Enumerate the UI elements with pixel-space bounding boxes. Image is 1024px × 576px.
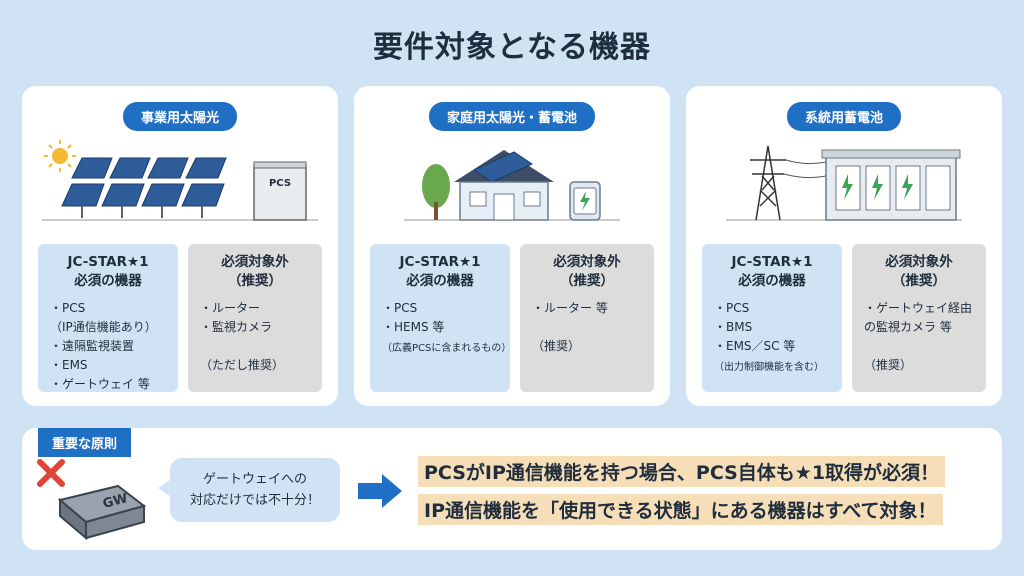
speech-bubble: ゲートウェイへの 対応だけでは不十分！ bbox=[158, 458, 340, 522]
list-item: （IP通信機能あり） bbox=[50, 320, 157, 334]
card-grid-battery: 系統用蓄電池 JC-STAR★1 必須の機器 ・PCS ・BMS bbox=[686, 86, 1002, 406]
list-item: ・ルーター bbox=[200, 301, 261, 315]
required-note: （出力制御機能を含む） bbox=[714, 362, 824, 373]
list-item: ・監視カメラ bbox=[200, 320, 273, 334]
battery-icon bbox=[569, 181, 601, 221]
principle-statement: IP通信機能を「使用できる状態」にある機器はすべて対象！ bbox=[418, 494, 943, 525]
list-item: ・ゲートウェイ経由 bbox=[864, 301, 973, 315]
optional-heading: 必須対象外 bbox=[221, 254, 289, 270]
list-item: （推奨） bbox=[532, 339, 581, 353]
required-devices-box: JC-STAR★1 必須の機器 ・PCS ・HEMS 等 （広義PCSに含まれるも… bbox=[370, 244, 512, 392]
card-home-solar-battery: 家庭用太陽光・蓄電池 JC-STAR★1 必須の機器 ・PCS ・HEMS 等 （… bbox=[354, 86, 670, 406]
list-item: ・ゲートウェイ 等 bbox=[50, 377, 150, 391]
card-label: 家庭用太陽光・蓄電池 bbox=[428, 102, 596, 131]
arrow-right-icon bbox=[358, 474, 402, 508]
list-item: ・BMS bbox=[714, 320, 753, 334]
page-title: 要件対象となる機器 bbox=[372, 30, 652, 65]
list-item: ・PCS bbox=[382, 301, 418, 315]
card-label: 事業用太陽光 bbox=[122, 102, 238, 131]
required-heading: JC-STAR★1 bbox=[67, 254, 149, 270]
list-item: ・HEMS 等 bbox=[382, 320, 445, 334]
required-subheading: 必須の機器 bbox=[406, 273, 474, 289]
optional-devices-box: 必須対象外 （推奨） ・ルーター 等 （推奨） bbox=[520, 244, 654, 392]
gateway-device-illustration: GW bbox=[37, 459, 147, 541]
list-item: ・PCS bbox=[714, 301, 750, 315]
bubble-line: 対応だけでは不十分！ bbox=[189, 493, 320, 508]
sun-icon bbox=[44, 140, 76, 172]
grid-storage-illustration bbox=[726, 145, 962, 221]
list-item bbox=[200, 337, 322, 356]
optional-devices-box: 必須対象外 （推奨） ・ルーター ・監視カメラ （ただし推奨） bbox=[188, 244, 322, 392]
list-item: ・PCS bbox=[50, 301, 86, 315]
principle-panel: 重要な原則 GW ゲートウェイへの 対応だけでは不十分！ PCSがIP通信機能を… bbox=[22, 428, 1002, 550]
list-item: （推奨） bbox=[864, 358, 913, 372]
gateway-label: GW bbox=[101, 491, 129, 512]
list-item: の監視カメラ 等 bbox=[864, 320, 952, 334]
principle-tag: 重要な原則 bbox=[38, 428, 132, 457]
required-devices-box: JC-STAR★1 必須の機器 ・PCS （IP通信機能あり） ・遠隔監視装置 ・… bbox=[38, 244, 178, 392]
optional-heading: 必須対象外 bbox=[885, 254, 953, 270]
tree-icon bbox=[422, 164, 450, 220]
required-subheading: 必須の機器 bbox=[738, 273, 806, 289]
cross-icon bbox=[37, 459, 65, 487]
list-item: ・EMS bbox=[50, 358, 88, 372]
optional-subheading: （推奨） bbox=[560, 273, 614, 289]
optional-subheading: （推奨） bbox=[228, 273, 282, 289]
required-heading: JC-STAR★1 bbox=[731, 254, 813, 270]
optional-heading: 必須対象外 bbox=[553, 254, 621, 270]
pcs-cabinet-label: PCS bbox=[269, 178, 291, 189]
list-item bbox=[864, 337, 986, 356]
card-label: 系統用蓄電池 bbox=[786, 102, 902, 131]
required-devices-box: JC-STAR★1 必須の機器 ・PCS ・BMS ・EMS／SC 等 （出力制御… bbox=[702, 244, 842, 392]
required-heading: JC-STAR★1 bbox=[399, 254, 481, 270]
transmission-tower-icon bbox=[750, 145, 786, 221]
list-item: ・遠隔監視装置 bbox=[50, 339, 135, 353]
required-note: （広義PCSに含まれるもの） bbox=[382, 343, 512, 354]
solar-farm-illustration: PCS bbox=[42, 140, 318, 221]
optional-subheading: （推奨） bbox=[892, 273, 946, 289]
house-illustration bbox=[404, 150, 620, 221]
bubble-line: ゲートウェイへの bbox=[202, 472, 307, 487]
list-item: ・ルーター 等 bbox=[532, 301, 608, 315]
optional-devices-box: 必須対象外 （推奨） ・ゲートウェイ経由 の監視カメラ 等 （推奨） bbox=[852, 244, 986, 392]
card-commercial-solar: 事業用太陽光 PCS bbox=[22, 86, 338, 406]
list-item bbox=[532, 318, 654, 337]
required-subheading: 必須の機器 bbox=[74, 273, 142, 289]
list-item: ・EMS／SC 等 bbox=[714, 339, 796, 353]
principle-statement: PCSがIP通信機能を持つ場合、PCS自体も★1取得が必須！ bbox=[418, 456, 946, 487]
list-item: （ただし推奨） bbox=[200, 358, 285, 372]
